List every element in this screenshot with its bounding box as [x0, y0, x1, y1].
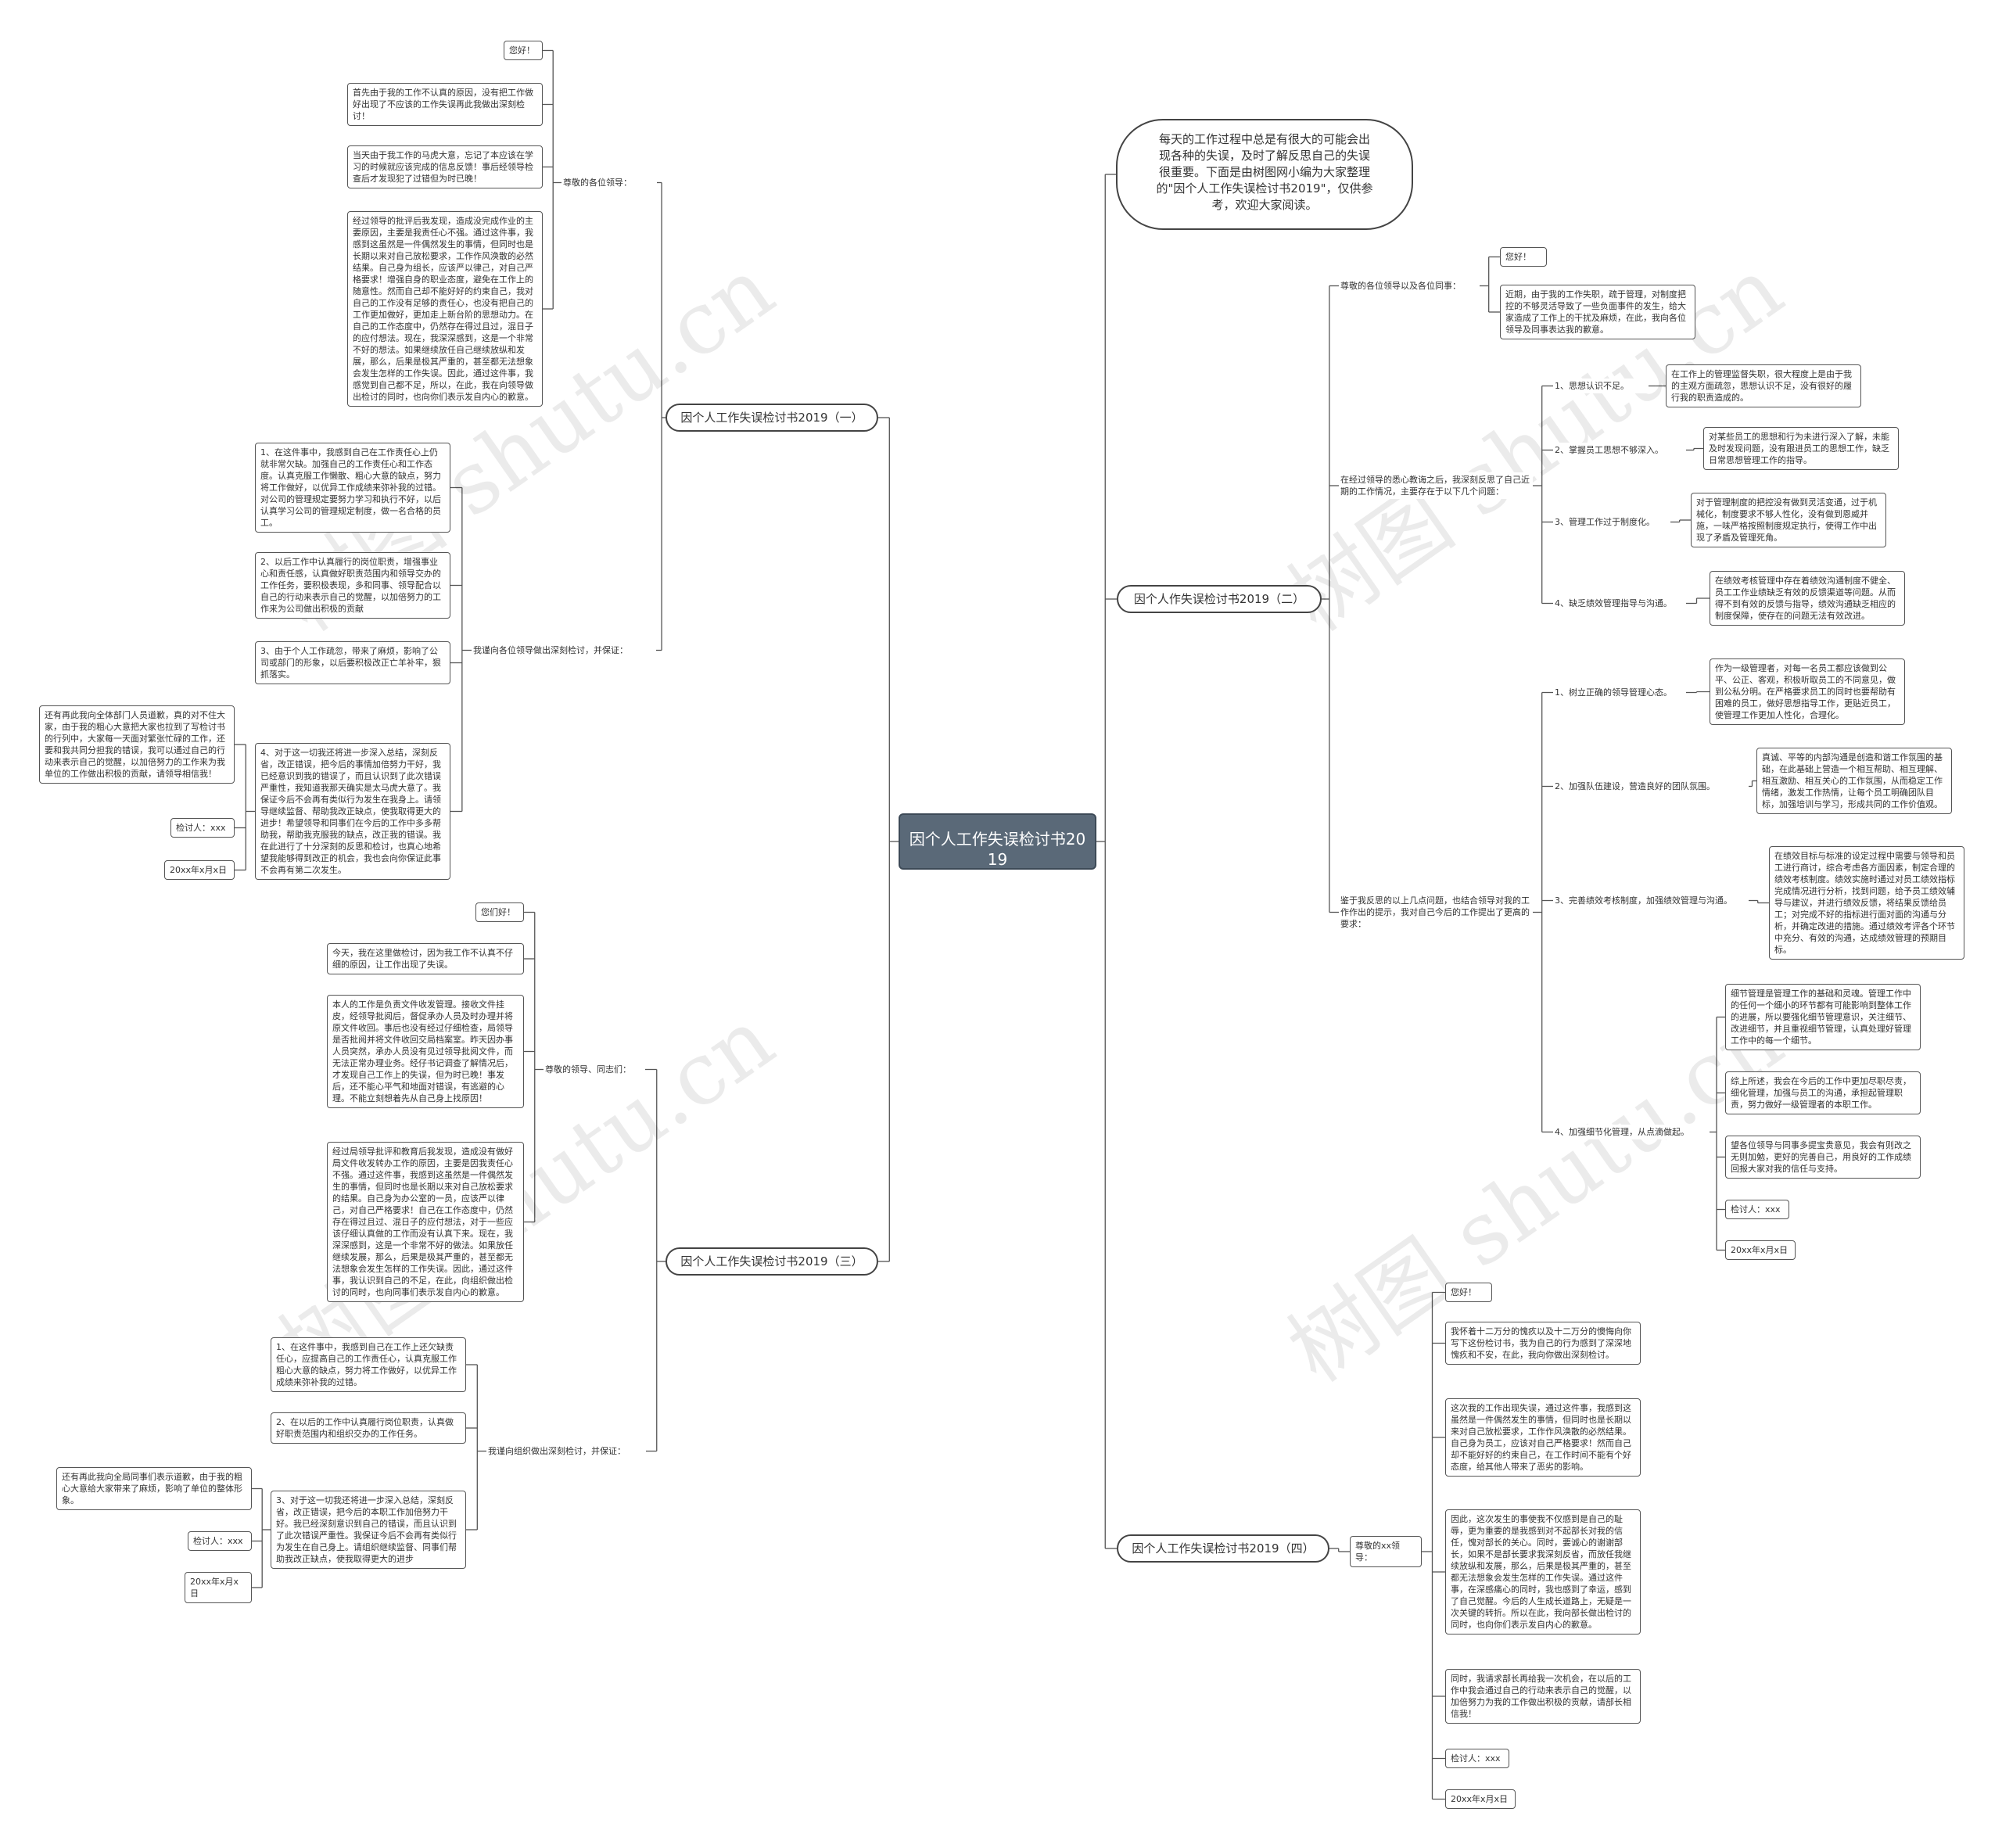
b2-g2-value[interactable]: 对于管理制度的把控没有做到灵活变通，过于机械化，制度要求不够人性化，没有做到恩威…: [1691, 493, 1886, 547]
b1-g2-item[interactable]: 还有再此我向全体部门人员道歉，真的对不住大家，由于我的粗心大意把大家也拉到了写检…: [39, 705, 235, 784]
b4-item[interactable]: 您好！: [1445, 1283, 1492, 1302]
b2-g3-value[interactable]: 望各位领导与同事多提宝贵意见，我会有则改之无则加勉，更好的完善自己，用良好的工作…: [1725, 1136, 1921, 1179]
b1-g2-label[interactable]: 我谨向各位领导做出深刻检讨，并保证：: [472, 643, 656, 658]
b1-g2-item[interactable]: 3、由于个人工作疏忽，带来了麻烦，影响了公司或部门的形象，以后要积极改正亡羊补牢…: [255, 641, 450, 684]
b2-g3-key[interactable]: 3、完善绩效考核制度，加强绩效管理与沟通。: [1553, 893, 1749, 908]
b3-g2-item[interactable]: 3、对于这一切我还将进一步深入总结，深刻反省，改正错误，把今后的本职工作加倍努力…: [271, 1491, 466, 1569]
b2-g3-value[interactable]: 在绩效目标与标准的设定过程中需要与领导和员工进行商讨，综合考虑各方面因素，制定合…: [1769, 846, 1964, 960]
b3-g1-item[interactable]: 今天，我在这里做检讨，因为我工作不认真不仔细的原因，让工作出现了失误。: [327, 943, 524, 974]
b3-g2-item[interactable]: 检讨人：xxx: [188, 1531, 252, 1551]
b2-g2-key[interactable]: 3、管理工作过于制度化。: [1553, 515, 1670, 529]
b4-item[interactable]: 我怀着十二万分的愧疚以及十二万分的懊悔向你写下这份检讨书，我为自己的行为感到了深…: [1445, 1322, 1641, 1365]
b3-g2-item[interactable]: 还有再此我向全局同事们表示道歉，由于我的粗心大意给大家带来了麻烦，影响了单位的整…: [56, 1467, 252, 1510]
root-node[interactable]: 因个人工作失误检讨书2019: [899, 813, 1096, 870]
branch-4[interactable]: 因个人工作失误检讨书2019（四）: [1117, 1534, 1329, 1563]
b2-g2-key[interactable]: 1、思想认识不足。: [1553, 379, 1649, 393]
b2-g2-value[interactable]: 对某些员工的思想和行为未进行深入了解，未能及时发现问题，没有跟进员工的思想工作，…: [1703, 427, 1899, 470]
b3-g2-item[interactable]: 20xx年x月x日: [185, 1572, 252, 1603]
intro-node[interactable]: 每天的工作过程中总是有很大的可能会出现各种的失误，及时了解反思自己的失误很重要。…: [1116, 119, 1413, 230]
b1-g1-item[interactable]: 首先由于我的工作不认真的原因，没有把工作做好出现了不应该的工作失误再此我做出深刻…: [347, 83, 543, 126]
b2-g3-value[interactable]: 作为一级管理者，对每一名员工都应该做到公平、公正、客观，积极听取员工的不同意见，…: [1710, 658, 1905, 725]
b4-item[interactable]: 检讨人：xxx: [1445, 1749, 1509, 1768]
b2-g3-value[interactable]: 综上所述，我会在今后的工作中更加尽职尽责，细化管理，加强与员工的沟通，承担起管理…: [1725, 1071, 1921, 1114]
b2-g1-item[interactable]: 近期，由于我的工作失职，疏于管理，对制度把控的不够灵活导致了一些负面事件的发生，…: [1500, 285, 1695, 339]
b2-g3-value[interactable]: 20xx年x月x日: [1725, 1240, 1796, 1260]
b2-g2-value[interactable]: 在绩效考核管理中存在着绩效沟通制度不健全、员工工作业绩缺乏有效的反馈渠道等问题。…: [1710, 571, 1905, 626]
b4-item[interactable]: 这次我的工作出现失误，通过这件事，我感到这虽然是一件偶然发生的事情，但同时也是长…: [1445, 1398, 1641, 1477]
b2-g3-key[interactable]: 4、加强细节化管理，从点滴做起。: [1553, 1125, 1710, 1139]
b1-g1-label[interactable]: 尊敬的各位领导：: [561, 175, 657, 190]
b2-g2-label[interactable]: 在经过领导的悉心教诲之后，我深刻反思了自己近期的工作情况，主要存在于以下几个问题…: [1339, 472, 1533, 499]
b2-g3-value[interactable]: 检讨人：xxx: [1725, 1200, 1789, 1219]
b3-g1-item[interactable]: 经过局领导批评和教育后我发现，造成没有做好局文件收发转办工作的原因，主要是因我责…: [327, 1142, 524, 1302]
b1-g2-item[interactable]: 2、以后工作中认真履行的岗位职责，增强事业心和责任感，认真做好职责范围内和领导交…: [255, 552, 450, 619]
b2-g2-value[interactable]: 在工作上的管理监督失职，很大程度上是由于我的主观方面疏忽，思想认识不足，没有很好…: [1666, 364, 1861, 407]
b2-g1-item[interactable]: 您好！: [1500, 247, 1547, 267]
b2-g3-key[interactable]: 1、树立正确的领导管理心态。: [1553, 685, 1686, 700]
b1-g2-item[interactable]: 20xx年x月x日: [164, 860, 235, 880]
b2-g2-key[interactable]: 4、缺乏绩效管理指导与沟通。: [1553, 596, 1686, 611]
b1-g2-item[interactable]: 检讨人：xxx: [170, 818, 235, 838]
b3-g1-item[interactable]: 您们好！: [475, 902, 524, 922]
b1-g1-item[interactable]: 当天由于我工作的马虎大意，忘记了本应该在学习的时候就应该完成的信息反馈！事后经领…: [347, 145, 543, 188]
b3-g1-label[interactable]: 尊敬的领导、同志们：: [544, 1062, 645, 1077]
b2-g3-key[interactable]: 2、加强队伍建设，营造良好的团队氛围。: [1553, 779, 1749, 794]
b3-g1-item[interactable]: 本人的工作是负责文件收发管理。接收文件挂皮，经领导批阅后，督促承办人员及时办理并…: [327, 995, 524, 1108]
b3-g2-item[interactable]: 1、在这件事中，我感到自己在工作上还欠缺责任心，应提高自己的工作责任心，认真克服…: [271, 1337, 466, 1392]
b2-g3-value[interactable]: 细节管理是管理工作的基础和灵魂。管理工作中的任何一个细小的环节都有可能影响到整体…: [1725, 984, 1921, 1050]
b2-g3-label[interactable]: 鉴于我反思的以上几点问题，也结合领导对我的工作作出的提示，我对自己今后的工作提出…: [1339, 893, 1533, 931]
b4-item[interactable]: 20xx年x月x日: [1445, 1789, 1516, 1809]
b3-g2-label[interactable]: 我谨向组织做出深刻检讨，并保证：: [486, 1444, 646, 1459]
b3-g2-item[interactable]: 2、在以后的工作中认真履行岗位职责，认真做好职责范围内和组织交办的工作任务。: [271, 1412, 466, 1444]
b2-g1-label[interactable]: 尊敬的各位领导以及各位同事：: [1339, 278, 1480, 293]
b2-g3-value[interactable]: 真诚、平等的内部沟通是创造和谐工作氛围的基础，在此基础上营造一个相互帮助、相互理…: [1756, 748, 1952, 814]
b4-item[interactable]: 同时，我请求部长再给我一次机会，在以后的工作中我会通过自己的行动来表示自己的觉醒…: [1445, 1669, 1641, 1724]
branch-1[interactable]: 因个人工作失误检讨书2019（一）: [666, 404, 878, 432]
b1-g2-item[interactable]: 1、在这件事中，我感到自己在工作责任心上仍就非常欠缺。加强自己的工作责任心和工作…: [255, 443, 450, 533]
branch-2[interactable]: 因个人作失误检讨书2019（二）: [1117, 585, 1322, 613]
branch-3[interactable]: 因个人工作失误检讨书2019（三）: [666, 1247, 878, 1276]
b1-g2-item[interactable]: 4、对于这一切我还将进一步深入总结，深刻反省，改正错误，把今后的事情加倍努力干好…: [255, 743, 450, 880]
b1-g1-item[interactable]: 您好！: [504, 41, 543, 60]
b4-item[interactable]: 因此，这次发生的事使我不仅感到是自己的耻辱，更为重要的是我感到对不起部长对我的信…: [1445, 1509, 1641, 1634]
b2-g2-key[interactable]: 2、掌握员工思想不够深入。: [1553, 443, 1686, 458]
b1-g1-item[interactable]: 经过领导的批评后我发现，造成没完成作业的主要原因，主要是我责任心不强。通过这件事…: [347, 211, 543, 407]
b4-label[interactable]: 尊敬的xx领导：: [1350, 1536, 1422, 1567]
